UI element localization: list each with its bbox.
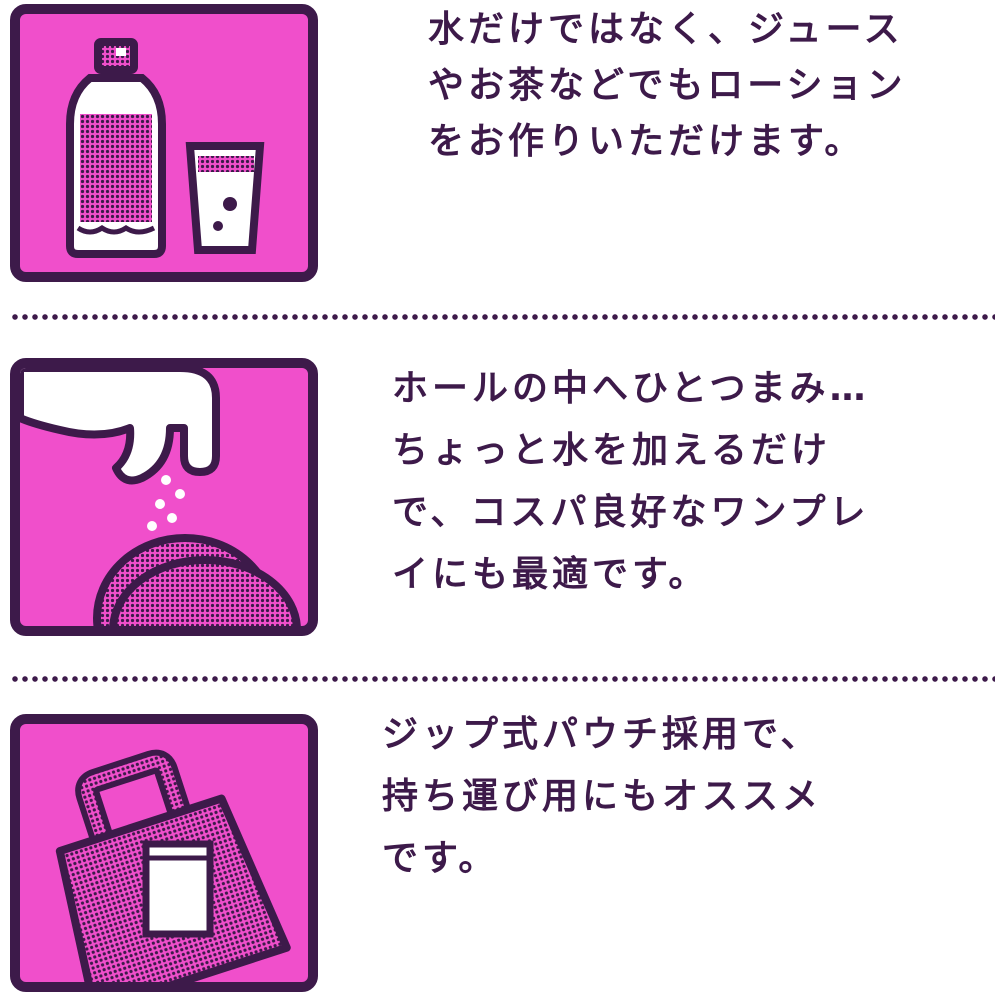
feature-section-1: 水だけではなく、ジュース やお茶などでもローション をお作りいただけます。 [0, 0, 1000, 300]
feature-section-2: ホールの中へひとつまみ… ちょっと水を加えるだけ で、コスパ良好なワンプレ イに… [0, 340, 1000, 660]
feature-description-1: 水だけではなく、ジュース やお茶などでもローション をお作りいただけます。 [428, 2, 907, 170]
feature-description-2: ホールの中へひとつまみ… ちょっと水を加えるだけ で、コスパ良好なワンプレ イに… [392, 358, 869, 606]
feature-1-line-2: やお茶などでもローション [428, 65, 907, 106]
pinching-powder-icon [10, 358, 318, 636]
dotted-divider-2 [10, 676, 995, 682]
feature-2-line-1: ホールの中へひとつまみ… [392, 368, 870, 409]
bottle-and-glass-icon [10, 4, 318, 282]
feature-2-line-4: イにも最適です。 [392, 554, 709, 595]
feature-2-line-2: ちょっと水を加えるだけ [392, 430, 831, 471]
feature-description-3: ジップ式パウチ採用で、 持ち運び用にもオススメ です。 [382, 704, 822, 890]
feature-2-line-3: で、コスパ良好なワンプレ [392, 492, 870, 533]
feature-3-line-2: 持ち運び用にもオススメ [382, 776, 823, 817]
tote-bag-pouch-icon [10, 714, 318, 992]
feature-3-line-1: ジップ式パウチ採用で、 [382, 714, 821, 755]
feature-section-3: ジップ式パウチ採用で、 持ち運び用にもオススメ です。 [0, 700, 1000, 1000]
feature-1-line-1: 水だけではなく、ジュース [428, 9, 904, 50]
dotted-divider-1 [10, 314, 995, 320]
feature-3-line-3: です。 [382, 838, 499, 879]
feature-1-line-3: をお作りいただけます。 [428, 121, 865, 162]
